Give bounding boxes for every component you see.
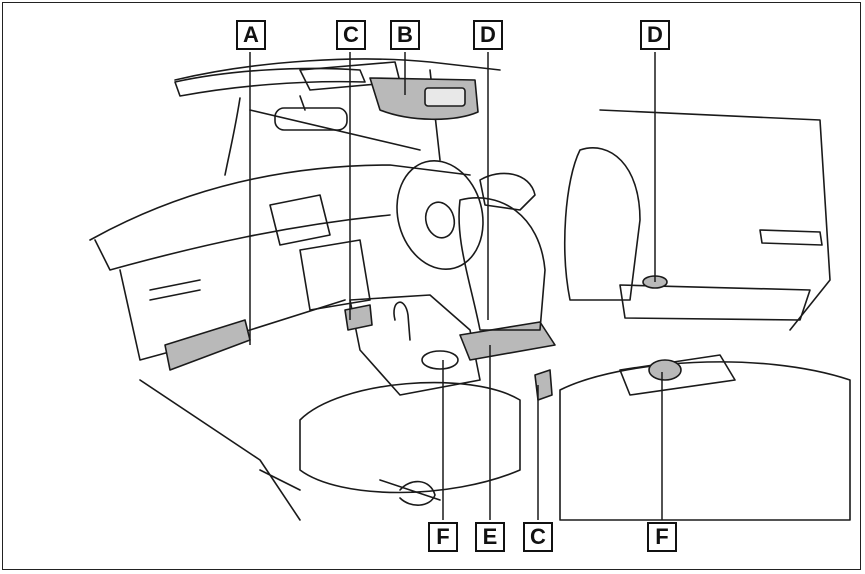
passenger-seat-back	[565, 148, 640, 300]
callout-glove-box: A	[236, 20, 266, 50]
vanity-mirror	[425, 88, 465, 106]
rear-cup-holder	[649, 360, 681, 380]
callout-cup-holder-front: F	[428, 522, 458, 552]
driver-seat-back	[459, 198, 545, 330]
callout-bottle-holder-door: D	[640, 20, 670, 50]
dash-vents	[150, 280, 200, 300]
seat-rail	[260, 470, 440, 500]
windshield-line	[250, 110, 420, 150]
rear-seat	[560, 362, 850, 520]
steering-wheel	[385, 151, 495, 279]
callout-bottle-holder-center: D	[473, 20, 503, 50]
glove-box-storage	[165, 320, 250, 370]
floor-line	[140, 380, 300, 520]
driver-sun-visor	[175, 69, 365, 97]
door-frame	[600, 110, 830, 330]
callout-console-pocket-bottom: C	[523, 522, 553, 552]
front-cup-holder	[422, 351, 458, 369]
door-armrest	[620, 285, 810, 320]
callout-console-box: E	[475, 522, 505, 552]
callout-vanity-mirror: B	[390, 20, 420, 50]
callout-cup-holder-rear: F	[647, 522, 677, 552]
door-handle	[760, 230, 822, 245]
center-screen	[270, 195, 330, 245]
passenger-seat-cushion	[300, 383, 520, 493]
seat-adjuster	[400, 482, 435, 506]
callout-console-pocket-top: C	[336, 20, 366, 50]
gear-shifter	[394, 302, 410, 340]
a-pillar-left	[225, 98, 240, 175]
center-lower-pocket	[345, 305, 372, 330]
steering-hub	[422, 199, 458, 241]
